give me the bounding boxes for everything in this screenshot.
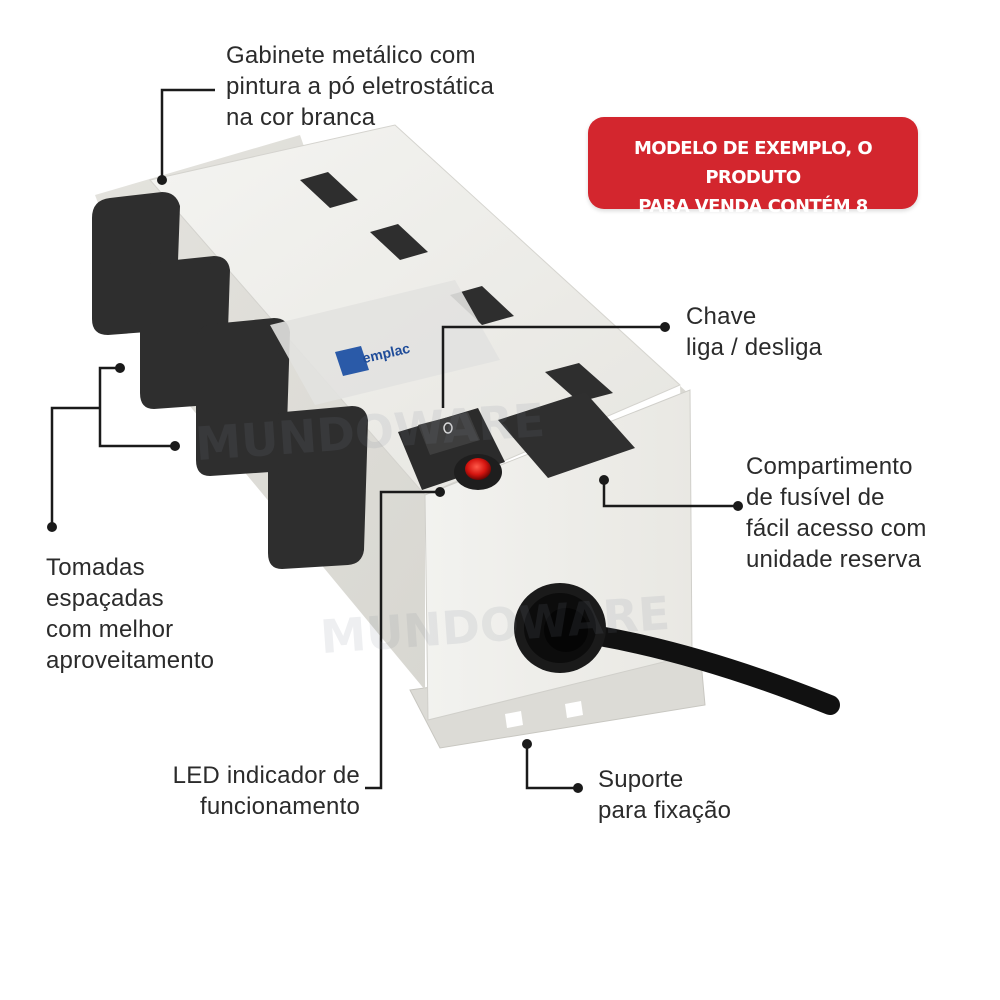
callout-cabinet-line: na cor branca	[226, 104, 376, 131]
side-sockets	[92, 192, 368, 569]
callout-fuse-line: Compartimento	[746, 453, 913, 480]
callout-dots	[47, 175, 743, 793]
callout-fuse-line: fácil acesso com	[746, 515, 927, 542]
banner-line-1: MODELO DE EXEMPLO, O PRODUTO	[633, 138, 873, 188]
callout-bracket-line: Suporte	[598, 766, 684, 793]
banner-line-2: PARA VENDA CONTÉM 8 TOMADAS	[638, 196, 868, 246]
callout-fuse-line: de fusível de	[746, 484, 885, 511]
callout-switch-line: liga / desliga	[686, 334, 823, 361]
callout-leaders	[50, 88, 738, 790]
callout-led-line: LED indicador de	[172, 762, 360, 789]
callout-sockets-line: Tomadas	[46, 554, 145, 581]
top-sockets	[300, 172, 613, 402]
led-indicator	[454, 454, 502, 490]
callout-bracket-line: para fixação	[598, 797, 732, 824]
callout-cabinet-line: pintura a pó eletrostática	[226, 73, 495, 100]
callout-cabinet: Gabinete metálico com pintura a pó eletr…	[226, 40, 494, 133]
callout-led: LED indicador de funcionamento	[150, 760, 360, 822]
callout-sockets-line: espaçadas	[46, 585, 164, 612]
callout-sockets-line: com melhor	[46, 616, 174, 643]
example-model-banner: MODELO DE EXEMPLO, O PRODUTO PARA VENDA …	[588, 117, 918, 246]
callout-sockets-line: aproveitamento	[46, 647, 215, 674]
callout-fuse-compartment: Compartimento de fusível de fácil acesso…	[746, 451, 927, 575]
callout-bracket: Suporte para fixação	[598, 764, 731, 826]
callout-switch: Chave liga / desliga	[686, 301, 822, 363]
callout-switch-line: Chave	[686, 303, 757, 330]
callout-fuse-line: unidade reserva	[746, 546, 922, 573]
callout-sockets: Tomadas espaçadas com melhor aproveitame…	[46, 552, 214, 676]
callout-led-line: funcionamento	[199, 793, 360, 820]
power-cable	[514, 583, 840, 715]
callout-cabinet-line: Gabinete metálico com	[226, 42, 476, 69]
fuse-compartment	[498, 392, 635, 478]
